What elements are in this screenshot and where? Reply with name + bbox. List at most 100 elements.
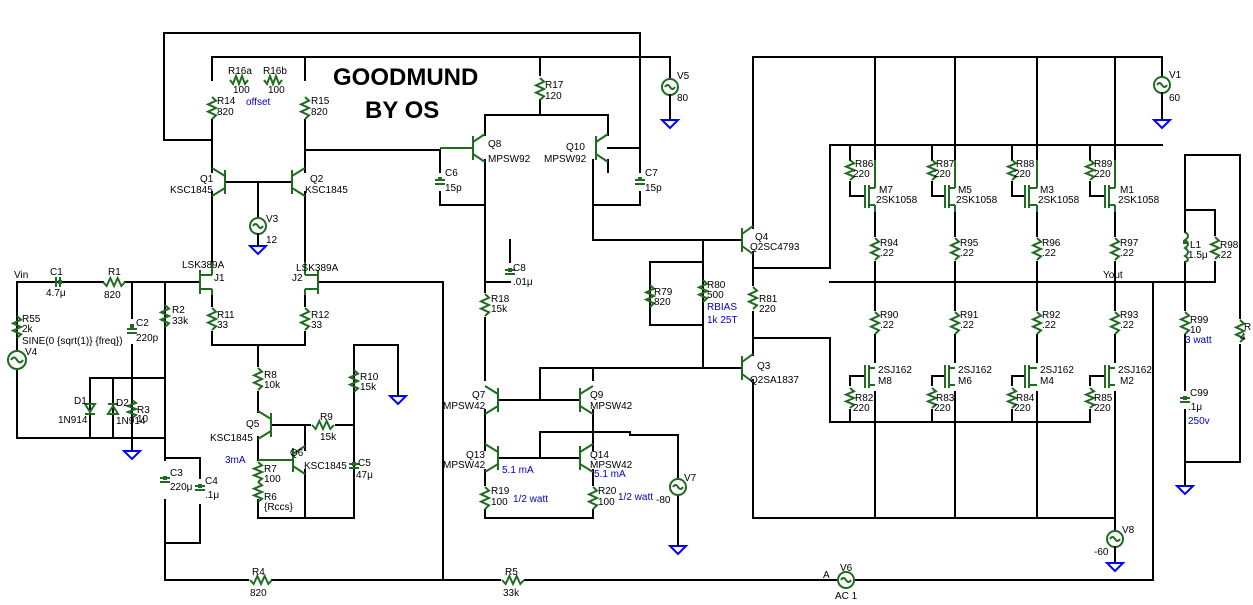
r93-name: R93 [1120,310,1139,321]
j1-name: J1 [214,273,225,284]
r17-resistor [533,77,547,101]
offset-note: offset [246,97,270,108]
r11-name: R11 [217,310,235,321]
q5-name: Q5 [246,419,260,430]
q1-transistor [211,167,226,197]
r97-name: R97 [1120,238,1139,249]
r12-value: 33 [311,320,323,331]
q10-transistor [595,133,609,163]
v3-source [249,217,267,246]
v7-value: -80 [656,495,671,506]
v6-name: V6 [840,563,853,574]
resistors [10,73,1247,587]
q14-transistor [579,443,594,473]
wires [16,32,1241,581]
v3-name: V3 [266,214,279,225]
r7-resistor [251,461,265,483]
q9-transistor [579,385,594,415]
c8-name: C8 [513,263,526,274]
r10-name: R10 [360,372,379,383]
m7-value: 2SK1058 [876,195,918,206]
v5-name: V5 [677,71,690,82]
q2-value: KSC1845 [305,185,348,196]
r87-value: 220 [934,169,951,180]
r84-resistor [1005,387,1019,409]
r1-value: 820 [104,290,121,301]
r16b-resistor [263,73,283,87]
v1-value: 60 [1169,93,1181,104]
l1-inductor [1183,231,1189,263]
r17-name: R17 [545,80,564,91]
j1-jfet [199,262,213,295]
r19-power-note: 1/2 watt [513,494,548,505]
ground-v8-icon [1104,562,1126,573]
v6-value: AC 1 [835,591,858,602]
r16a-resistor [229,73,249,87]
r16b-value: 100 [268,85,285,96]
j2-value: LSK389A [296,263,339,274]
r3-resistor [125,399,139,419]
r3-value: 10 [137,414,149,425]
v6-source [837,571,855,589]
q8-name: Q8 [488,139,502,150]
q4-value: Q2SC4793 [750,242,800,253]
r88-resistor [1005,159,1019,181]
r11-value: 33 [217,320,229,331]
q14-name: Q14 [590,450,609,461]
m8-value: 2SJ162 [878,365,912,376]
ground-r3-icon [121,450,143,461]
r85-resistor [1083,387,1097,409]
r99-name: R99 [1190,315,1209,326]
r14-name: R14 [217,96,236,107]
q3-value: Q2SA1837 [750,375,799,386]
r87-name: R87 [936,159,955,170]
r92-value: .22 [1042,320,1056,331]
m5-mosfet [944,160,956,212]
l1-name: L1 [1190,240,1202,251]
rbias-note: RBIAS [707,302,737,313]
r95-resistor [948,237,962,261]
title-line2: BY OS [365,97,439,124]
j1-value: LSK389A [182,260,225,271]
v5-source [661,78,679,119]
q14-current-note: 5.1 mA [594,469,626,480]
v1-source [1153,76,1171,119]
ground-v5-icon [659,119,681,130]
r82-resistor [843,387,857,409]
vin-label: Vin [14,270,28,281]
q10-value: MPSW92 [544,154,587,165]
r81-resistor [746,286,760,310]
r17-value: 120 [545,91,562,102]
r93-value: .22 [1120,320,1134,331]
r20-value: 100 [598,497,615,508]
r8-name: R8 [264,370,277,381]
r84-name: R84 [1016,393,1035,404]
q9-value: MPSW42 [590,401,633,412]
r7-name: R7 [264,464,277,475]
r98-name: R98 [1220,240,1239,251]
r83-name: R83 [936,393,955,404]
r80-resistor [696,279,710,303]
r86-name: R86 [855,159,874,170]
r88-name: R88 [1016,159,1035,170]
r79-name: R79 [654,287,673,298]
m1-name: M1 [1120,185,1134,196]
c99-name: C99 [1190,388,1209,399]
r9-name: R9 [320,412,333,423]
j2-jfet [304,262,319,295]
rload-resistor [1233,319,1247,343]
vout-label: Yout [1103,270,1123,281]
r2-resistor [158,304,172,328]
ground-v1-icon [1151,119,1173,130]
title-line1: GOODMUND [333,64,478,91]
r8-value: 10k [264,380,281,391]
c1-name: C1 [50,267,63,278]
v4-value: SINE(0 {sqrt(1)} {freq}) [22,336,123,347]
r94-resistor [868,237,882,261]
r4-resistor [249,573,273,587]
c2-capacitor [127,328,137,334]
q13-value: MPSW42 [443,460,486,471]
r87-resistor [925,159,939,181]
rbias-value-note: 1k 25T [707,315,738,326]
v4-name: V4 [25,347,38,358]
